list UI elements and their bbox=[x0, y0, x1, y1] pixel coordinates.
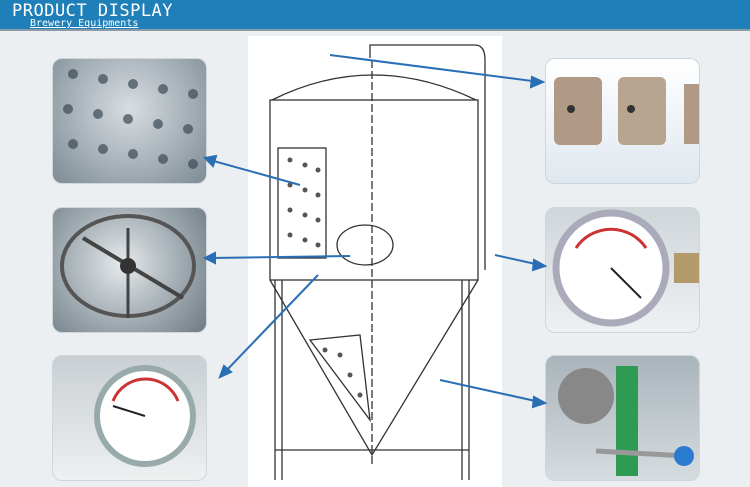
page-title: PRODUCT DISPLAY bbox=[12, 1, 174, 21]
arrow-sampling-valve bbox=[439, 379, 541, 403]
page-subtitle: Brewery Equipments bbox=[30, 18, 139, 29]
header-banner: PRODUCT DISPLAY Brewery Equipments bbox=[0, 0, 750, 31]
photo-sampling-valve bbox=[545, 355, 700, 481]
photo-manway bbox=[52, 207, 207, 333]
arrow-thermometer bbox=[224, 274, 319, 373]
photo-thermometer bbox=[52, 355, 207, 481]
tank-diagram-panel bbox=[248, 36, 502, 487]
photo-pressure-gauge bbox=[545, 207, 700, 333]
arrow-gauge bbox=[494, 254, 541, 266]
photo-safety-valve bbox=[545, 58, 700, 184]
arrow-jacket bbox=[209, 159, 301, 186]
photo-perforated-jacket bbox=[52, 58, 207, 184]
arrow-safety-valve bbox=[329, 54, 541, 83]
arrow-manway bbox=[209, 255, 351, 259]
